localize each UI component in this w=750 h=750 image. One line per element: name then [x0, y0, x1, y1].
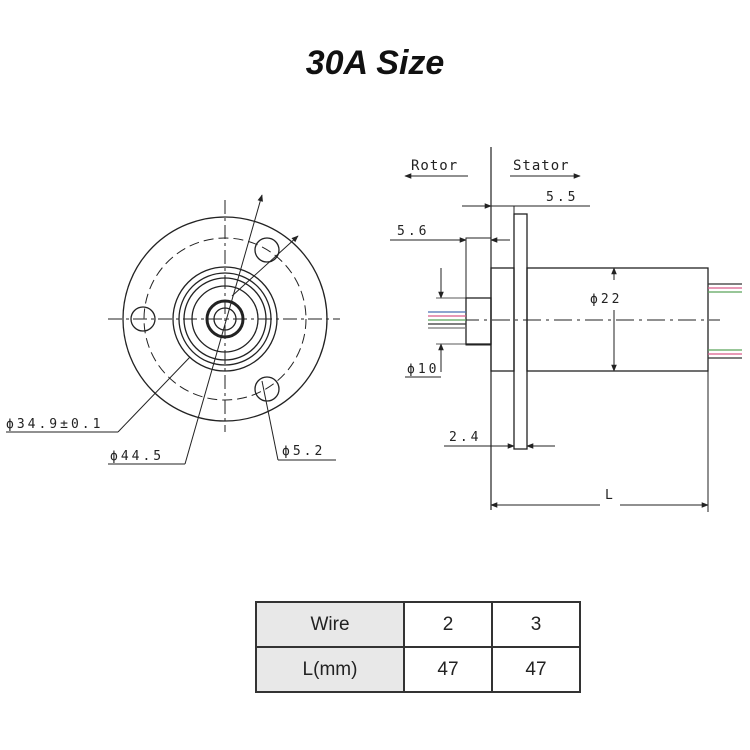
dim-outer-diameter: ϕ44.5: [110, 449, 164, 464]
dim-flange-thickness: 2.4: [449, 430, 481, 445]
bolt-circle: [143, 237, 307, 401]
dim-stator-offset: 5.5: [546, 190, 578, 205]
body-ring-2: [178, 272, 272, 366]
flange: [513, 213, 528, 450]
mounting-hole-bottom-right: [254, 376, 280, 402]
row-header-wire: Wire: [255, 601, 405, 648]
front-view: [6, 194, 340, 465]
body-ring-4: [191, 285, 259, 353]
dim-hole-diameter: ϕ5.2: [282, 444, 325, 459]
leader-hole: [261, 380, 279, 461]
mounting-hole-top-right: [254, 237, 280, 263]
body-outer-ring: [172, 266, 278, 372]
label-stator: Stator: [513, 158, 570, 174]
table-cell: 47: [491, 646, 581, 693]
table-row: L(mm) 47 47: [255, 646, 581, 693]
mounting-hole-left: [130, 306, 156, 332]
label-rotor: Rotor: [411, 158, 458, 174]
dim-shaft-diameter: ϕ10: [407, 362, 439, 377]
dim-bolt-circle: ϕ34.9±0.1: [6, 417, 103, 432]
body-ring-3: [183, 277, 267, 361]
shaft-circle: [205, 299, 245, 339]
dim-rotor-offset: 5.6: [397, 224, 429, 239]
dim-body-diameter: ϕ22: [590, 292, 622, 307]
row-header-length: L(mm): [255, 646, 405, 693]
leader-outer-diameter: [184, 194, 263, 465]
shaft-bore: [213, 307, 237, 331]
leader-hole-top: [231, 235, 299, 297]
rotor-collar: [465, 237, 492, 346]
spec-table: Wire 2 3 L(mm) 47 47: [255, 601, 581, 693]
rotor-wires: [428, 311, 466, 329]
table-cell: 47: [403, 646, 493, 693]
stator-wires: [708, 283, 742, 359]
rotor-shaft: [465, 297, 492, 345]
page-title: 30A Size: [305, 44, 445, 82]
side-view: [390, 147, 720, 512]
outer-flange-circle: [122, 216, 328, 422]
table-row: Wire 2 3: [255, 601, 581, 648]
dim-length: L: [605, 488, 616, 503]
leader-bolt-circle: [117, 356, 191, 433]
table-cell: 2: [403, 601, 493, 648]
table-cell: 3: [491, 601, 581, 648]
